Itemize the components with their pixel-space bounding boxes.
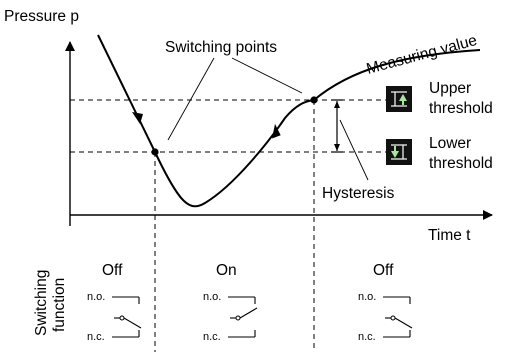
contact-label-nc: n.c. — [358, 331, 376, 343]
state-on: On — [216, 262, 237, 279]
contact-label-no: n.o. — [87, 291, 105, 303]
switching-point-lower — [151, 148, 159, 156]
contact-symbol-off-right: n.o. n.c. — [358, 291, 413, 343]
measuring-value-label: Measuring value — [365, 32, 479, 78]
curve-arrow-down — [132, 112, 143, 124]
contact-label-no: n.o. — [358, 291, 376, 303]
switching-points-label: Switching points — [165, 39, 277, 56]
switching-point-upper — [310, 96, 318, 104]
lower-threshold-label-line1: Lower — [429, 135, 471, 152]
hysteresis-label: Hysteresis — [322, 185, 395, 202]
switching-function-label-line2: function — [51, 278, 68, 332]
measuring-curve — [97, 34, 481, 208]
hysteresis-arrow-down — [334, 144, 340, 151]
contact-label-nc: n.c. — [203, 331, 221, 343]
hysteresis-leader — [339, 119, 369, 181]
curve-arrow-up — [272, 123, 281, 139]
leader-line-left — [167, 57, 215, 141]
contact-symbol-off-left: n.o. n.c. — [87, 291, 142, 343]
contact-label-nc: n.c. — [87, 331, 105, 343]
x-axis-label: Time t — [428, 227, 471, 244]
state-off-right: Off — [373, 262, 394, 279]
state-off-left: Off — [102, 262, 123, 279]
upper-threshold-label-line1: Upper — [429, 80, 471, 97]
upper-threshold-icon — [386, 86, 412, 112]
contact-symbol-on: n.o. n.c. — [203, 291, 258, 343]
upper-threshold-label-line2: threshold — [429, 100, 493, 117]
lower-threshold-icon — [386, 139, 412, 165]
leader-line-right — [231, 57, 303, 94]
switching-function-label-line1: Switching — [33, 270, 50, 336]
y-axis-label: Pressure p — [4, 8, 79, 25]
hysteresis-arrow-up — [334, 101, 340, 108]
contact-label-no: n.o. — [203, 291, 221, 303]
lower-threshold-label-line2: threshold — [429, 155, 493, 172]
